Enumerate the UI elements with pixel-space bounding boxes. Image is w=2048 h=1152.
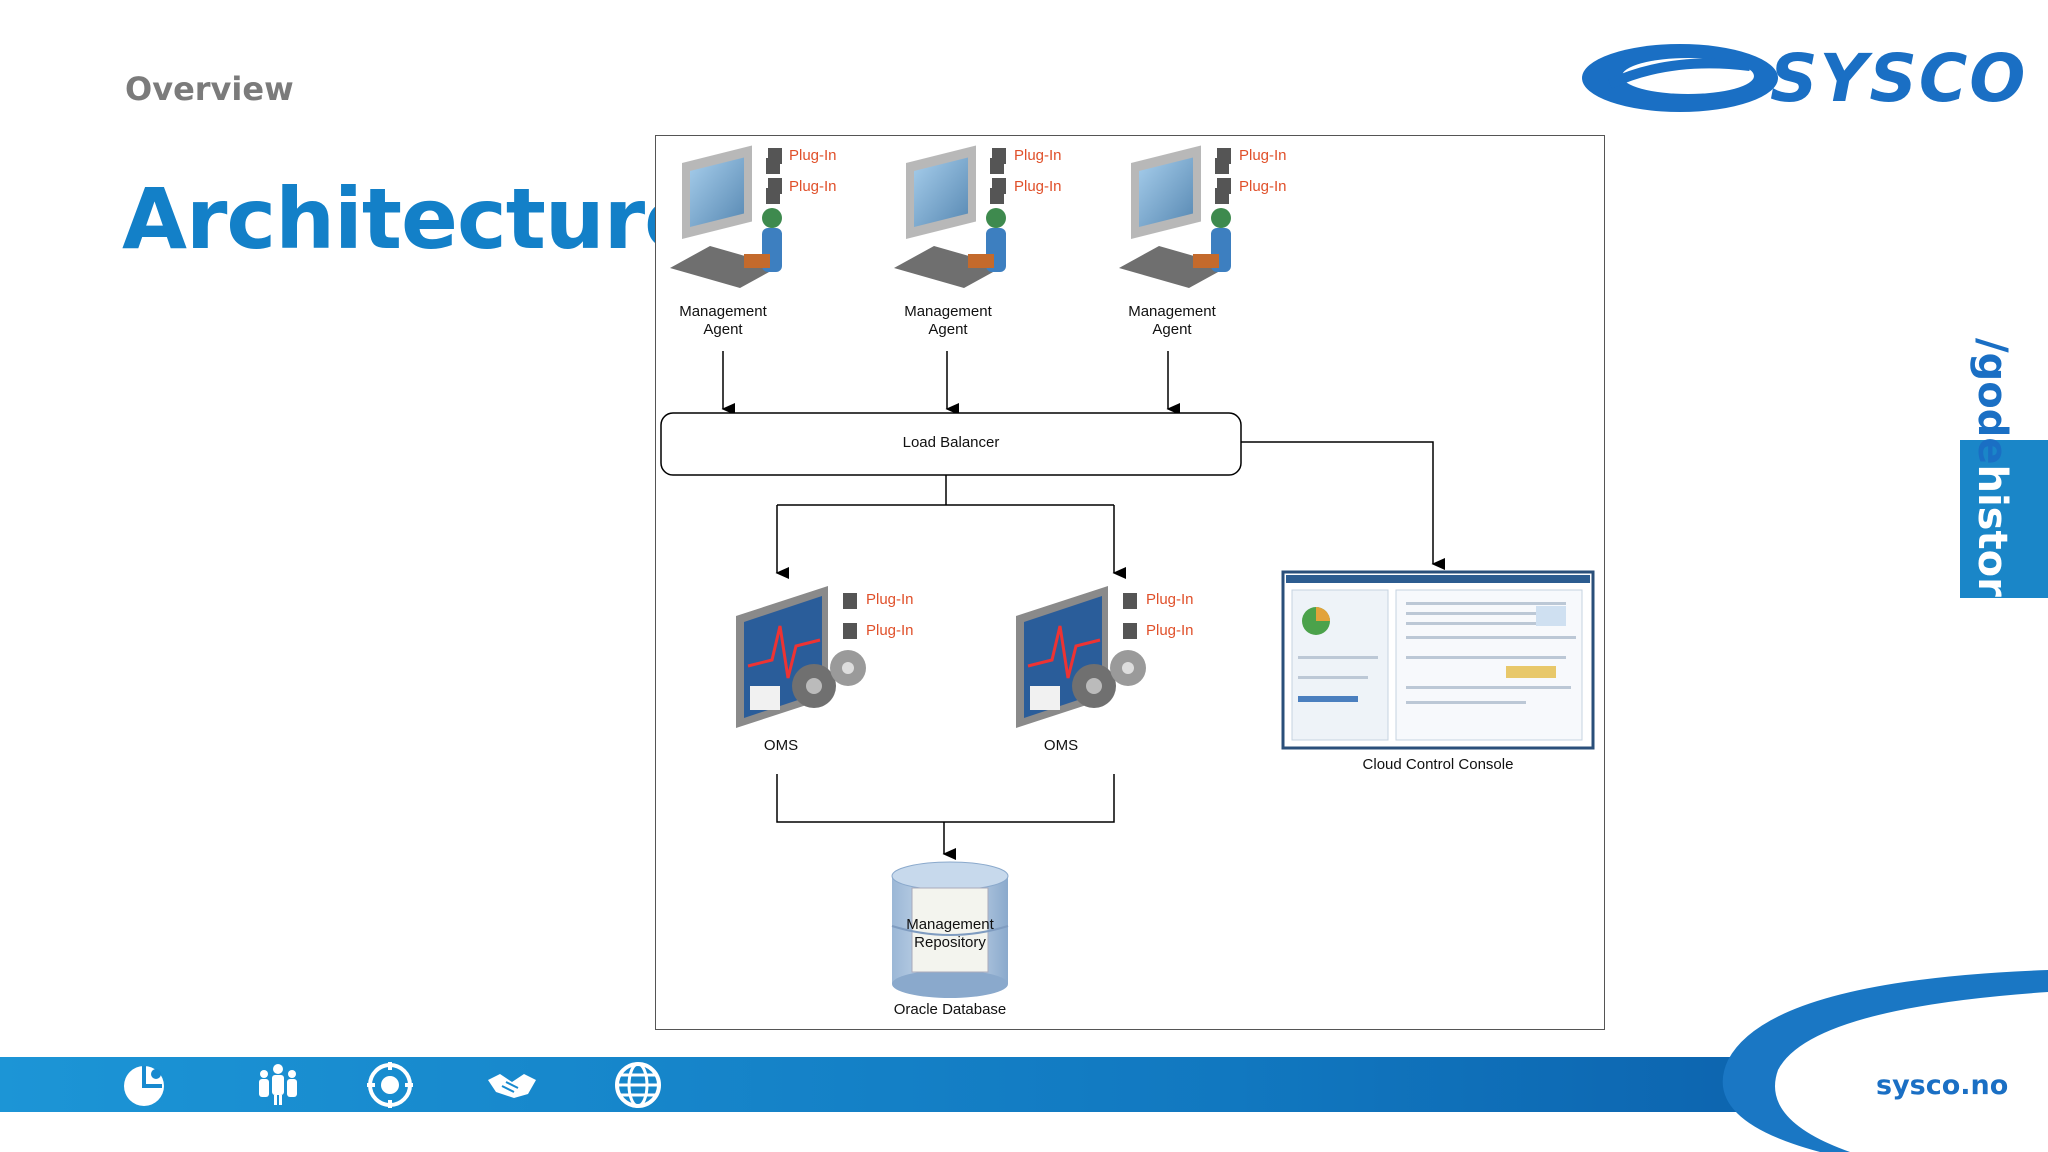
tagline-part-1: /gode: [1969, 338, 2015, 465]
plug-in-label: Plug-In: [1239, 178, 1287, 195]
database-label: Oracle Database: [893, 1001, 1007, 1018]
architecture-diagram: Plug-In Plug-In Plug-In Plug-In Plug-In …: [655, 135, 1605, 1030]
tagline-tab: [1960, 440, 2048, 598]
plug-in-label: Plug-In: [866, 591, 914, 608]
oms-server-1: [736, 586, 866, 728]
sysco-logo: [1582, 44, 1778, 112]
oms-label-2: OMS: [1043, 737, 1079, 754]
oms-label-1: OMS: [763, 737, 799, 754]
management-agent-2: [894, 145, 1006, 288]
plug-in-label: Plug-In: [789, 178, 837, 195]
load-balancer-box: [660, 412, 1242, 476]
oracle-database-cylinder: [891, 861, 1009, 998]
plug-in-label: Plug-In: [789, 147, 837, 164]
globe-icon: [615, 1062, 661, 1108]
team-icon: [259, 1064, 297, 1105]
management-agent-3: [1119, 145, 1231, 288]
arrow-lb-console: [1241, 441, 1445, 570]
plug-in-label: Plug-In: [1014, 147, 1062, 164]
tagline-part-2: historier: [1969, 464, 2015, 658]
cloud-control-console-screen: [1281, 570, 1595, 750]
tagline: /godehistorier: [1962, 338, 2022, 657]
oms-plug-glyphs: [768, 148, 1231, 639]
handshake-icon: [488, 1074, 536, 1098]
website-label[interactable]: sysco.no: [1876, 1070, 2009, 1101]
target-icon: [367, 1062, 413, 1108]
puzzle-icon: [124, 1066, 164, 1106]
brand-wordmark: SYSCO: [1770, 40, 2028, 117]
plug-in-label: Plug-In: [1239, 147, 1287, 164]
management-agent-1: [670, 145, 782, 288]
oms-server-2: [1016, 586, 1146, 728]
plug-in-label: Plug-In: [1146, 622, 1194, 639]
diagram-graphics: [660, 145, 1595, 998]
plug-in-label: Plug-In: [1014, 178, 1062, 195]
plug-in-label: Plug-In: [1146, 591, 1194, 608]
footer-bar: [0, 1057, 2048, 1112]
load-balancer-label: Load Balancer: [902, 434, 1000, 451]
console-label: Cloud Control Console: [1362, 756, 1514, 773]
slide-title: Architecture: [122, 170, 701, 268]
footer-swoosh: [1722, 970, 2048, 1152]
plug-in-label: Plug-In: [866, 622, 914, 639]
section-label: Overview: [125, 70, 294, 108]
